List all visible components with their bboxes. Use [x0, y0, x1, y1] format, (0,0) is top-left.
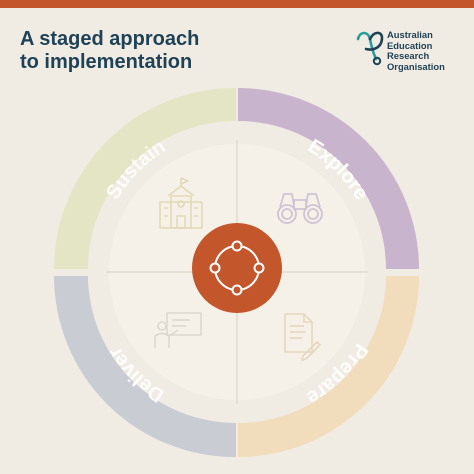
- title-line-2: to implementation: [20, 51, 193, 73]
- top-accent-bar: [0, 0, 474, 8]
- page-title: A staged approach to implementation: [20, 28, 199, 74]
- sustain-quadrant: [54, 87, 236, 270]
- logo-line-2: Education: [387, 39, 433, 51]
- school-building-icon: [159, 177, 203, 229]
- center-badge: [192, 223, 282, 313]
- binoculars-icon: [277, 193, 323, 224]
- logo-wordmark: Australian Education Research Organisati…: [387, 29, 445, 72]
- logo-line-4: Organisation: [387, 60, 445, 72]
- aero-logo: Australian Education Research Organisati…: [354, 27, 466, 71]
- cycle-icon: [209, 240, 265, 296]
- title-line-1: A staged approach: [20, 28, 200, 50]
- logo-line-3: Research: [387, 50, 430, 62]
- document-pen-icon: [284, 313, 321, 361]
- prepare-quadrant: [238, 276, 419, 457]
- deliver-quadrant: [53, 276, 237, 458]
- presenter-whiteboard-icon: [154, 312, 202, 348]
- logo-line-1: Australian: [387, 29, 433, 40]
- aero-logo-mark-icon: [356, 31, 384, 66]
- explore-quadrant: [238, 88, 419, 269]
